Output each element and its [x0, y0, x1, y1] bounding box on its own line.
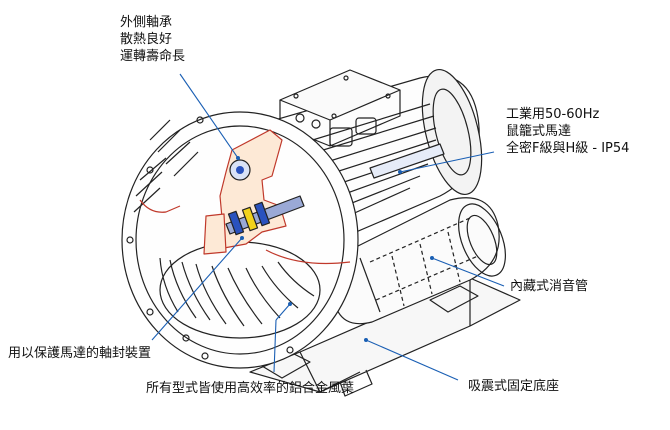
silencer-callout: 內藏式消音管	[510, 279, 589, 294]
bearing-callout-line-3: 運轉壽命長	[120, 49, 186, 64]
bearing-callout: 外側軸承 散熱良好 運轉壽命長	[120, 14, 185, 65]
seal-callout: 用以保護馬達的軸封裝置	[8, 346, 152, 361]
base-callout: 吸震式固定底座	[468, 379, 560, 394]
terminal-box	[279, 69, 401, 147]
motor-callout-line-2: 鼠籠式馬達	[506, 124, 572, 139]
mounting-base	[249, 277, 521, 397]
impeller-callout: 所有型式皆使用高效率的鋁合金風葉	[146, 381, 355, 396]
bearing-callout-line-2: 散熱良好	[120, 32, 173, 47]
bearing-callout-line-1: 外側軸承	[120, 15, 173, 30]
silencer-tube	[332, 197, 506, 325]
motor-callout-line-1: 工業用50-60Hz	[506, 107, 600, 122]
leader-lines	[151, 73, 505, 381]
motor-callout-line-3: 全密F級與H級 - IP54	[506, 141, 630, 156]
cutaway-section	[139, 129, 351, 265]
motor-callout: 工業用50-60Hz 鼠籠式馬達 全密F級與H級 - IP54	[506, 106, 629, 157]
